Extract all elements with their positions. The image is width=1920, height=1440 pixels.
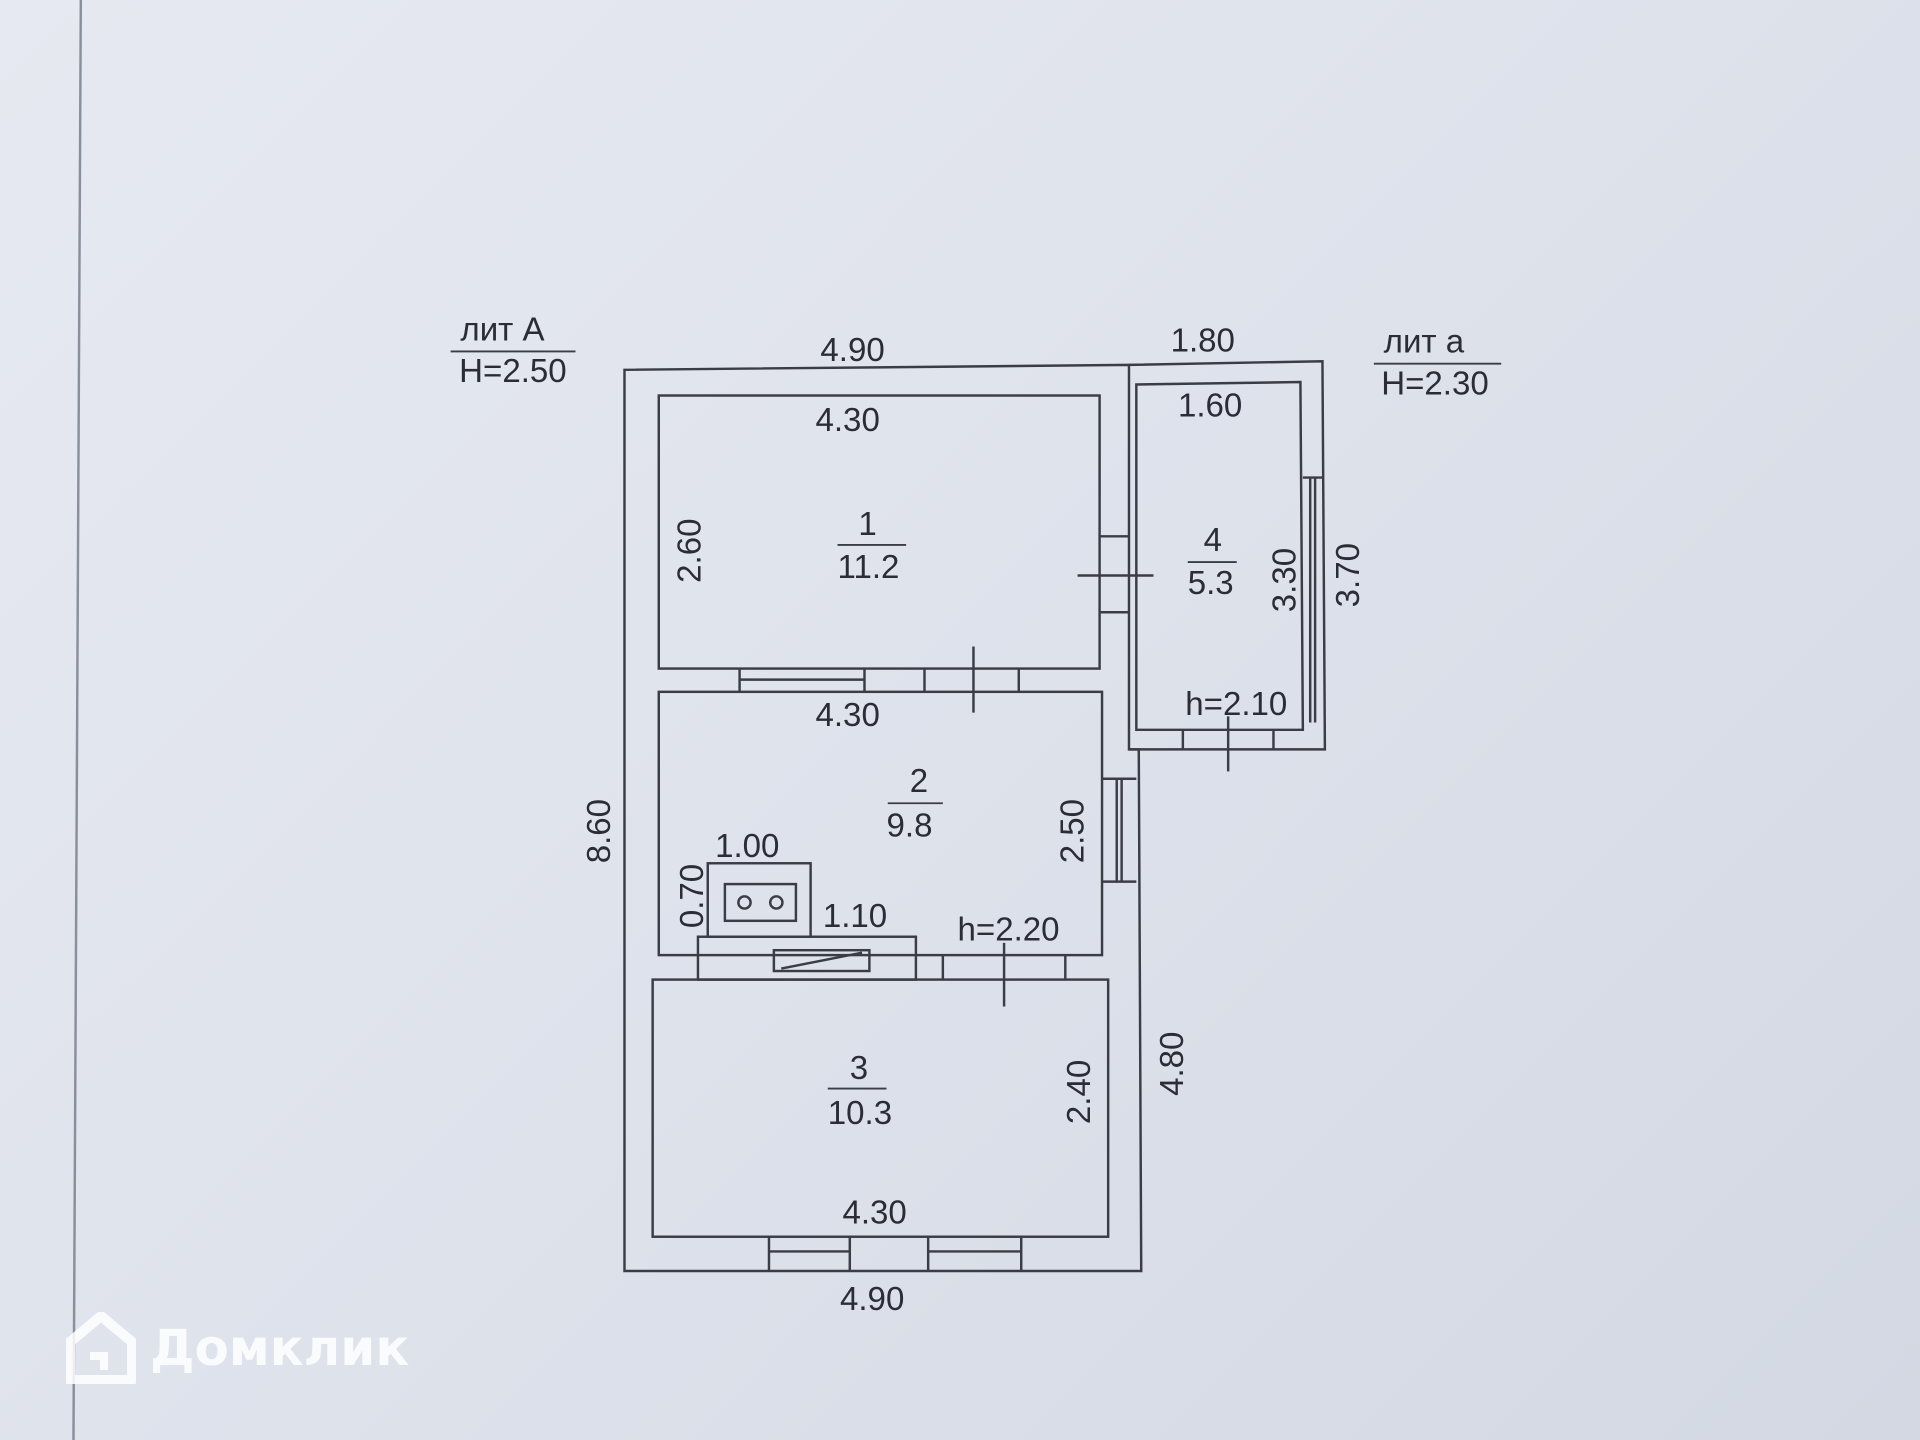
room-1-width: 4.30 [816,402,880,439]
stove-icon [696,862,918,981]
dim-bottom: 4.90 [840,1281,904,1318]
room-1-number: 1 [858,506,876,543]
dim-top-a: 4.90 [820,332,884,369]
lit-a-label: лит А [460,311,544,348]
domclick-watermark: Домклик [66,1312,409,1384]
stove-width: 1.00 [715,828,779,865]
room-1-height: 2.60 [671,519,708,583]
stove-base-width: 1.10 [823,898,887,935]
room-3-width: 4.30 [842,1194,906,1231]
lit-a-small-label: лит а [1384,324,1465,361]
dim-right-a: 3.70 [1330,543,1367,607]
room-4-ceiling: h=2.10 [1185,686,1287,723]
room-2-outline [657,690,1104,957]
lit-a-small-height: H=2.30 [1381,365,1488,402]
brand-name: Домклик [150,1319,410,1377]
house-logo-icon [66,1312,136,1384]
room-4-area: 5.3 [1188,565,1234,602]
room-2-number: 2 [910,763,928,800]
dim-top-a-small: 1.80 [1171,322,1235,359]
room-2-height: 2.50 [1055,799,1092,863]
room-2-ceiling: h=2.20 [958,911,1060,948]
room-3-height: 2.40 [1061,1060,1098,1124]
room-3-area: 10.3 [828,1095,892,1132]
room-2-area: 9.8 [887,807,933,844]
room-4-width: 1.60 [1178,387,1242,424]
room-4-height: 3.30 [1267,548,1304,612]
page-edge-line [72,0,83,1440]
dim-left-total: 8.60 [581,799,618,863]
room-2-width: 4.30 [816,697,880,734]
dim-right-lower: 4.80 [1154,1032,1191,1096]
stove-depth: 0.70 [674,864,711,928]
room-4-number: 4 [1204,522,1222,559]
room-3-number: 3 [850,1050,868,1087]
room-1-outline [657,394,1101,670]
room-1-area: 11.2 [838,549,900,586]
walls [623,359,1327,1273]
lit-a-height: H=2.50 [459,353,566,390]
